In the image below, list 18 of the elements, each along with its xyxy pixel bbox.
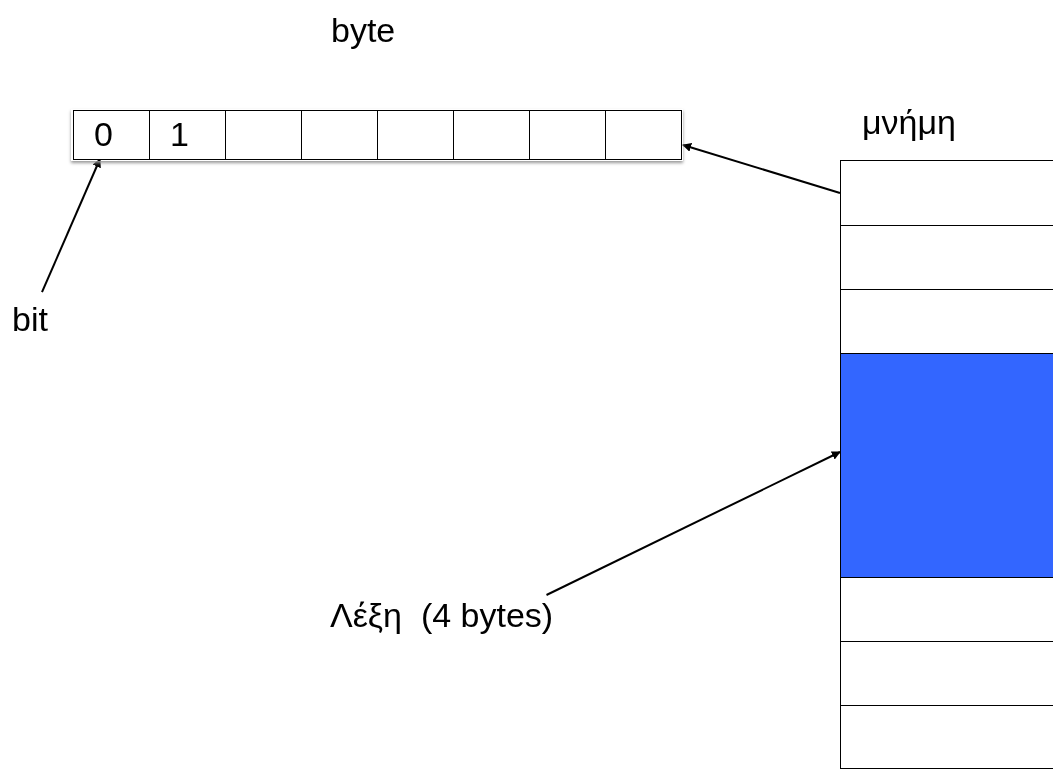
byte-heading: byte: [331, 10, 396, 51]
bit-cell: 1: [149, 110, 226, 160]
arrow: [682, 143, 841, 194]
word-label: Λέξη (4 bytes): [330, 595, 554, 636]
bit-cell: [529, 110, 606, 160]
bit-cell: [225, 110, 302, 160]
bit-label: bit: [12, 299, 48, 340]
memory-cell: [840, 160, 1053, 226]
memory-heading: μνήμη: [862, 102, 956, 143]
bit-cell: 0: [73, 110, 150, 160]
word-block: [840, 353, 1053, 578]
arrow: [545, 451, 841, 596]
bit-cell: [377, 110, 454, 160]
bit-cell: [605, 110, 682, 160]
memory-cell: [840, 705, 1053, 769]
bit-cell: [301, 110, 378, 160]
bit-cell: [453, 110, 530, 160]
arrow: [41, 158, 101, 294]
